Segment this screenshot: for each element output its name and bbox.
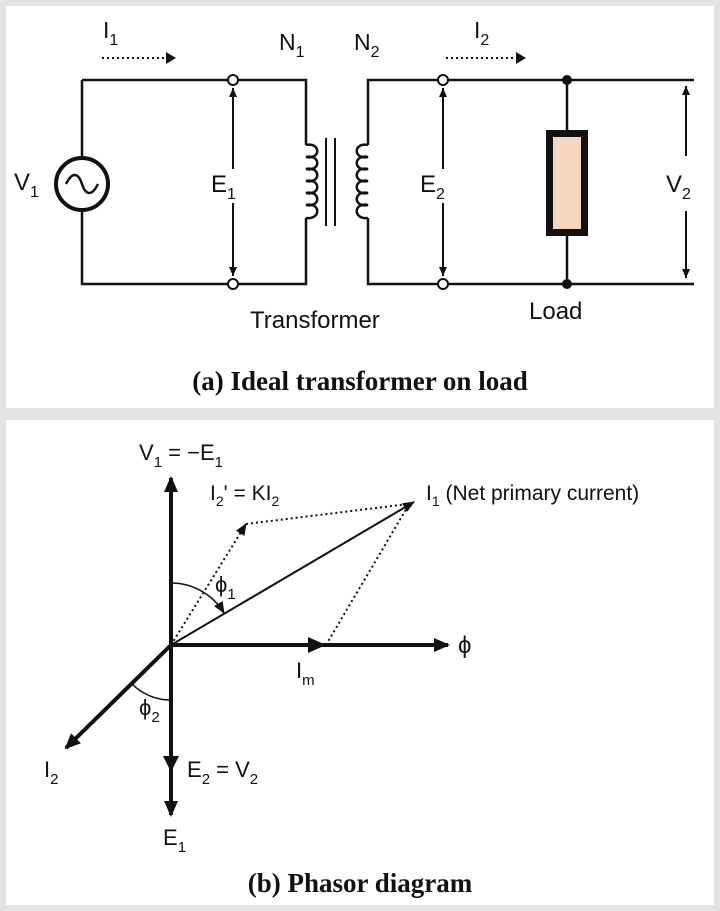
transformer-core xyxy=(325,138,336,226)
i2-prime-phasor xyxy=(170,523,247,646)
load-resistor xyxy=(546,130,588,236)
label-v2: V2 xyxy=(666,171,691,203)
phasor-diagram: V1 = −E1 I2' = KI2 I1 (Net primary curre… xyxy=(44,440,639,898)
label-i1-net: I1 (Net primary current) xyxy=(426,482,639,509)
parallelogram-lines xyxy=(245,503,409,646)
caption-b: (b) Phasor diagram xyxy=(248,868,473,898)
primary-coil xyxy=(305,143,319,220)
label-e2: E2 xyxy=(420,171,445,203)
i2-phasor xyxy=(64,643,173,750)
label-n1: N1 xyxy=(279,29,305,61)
label-i2: I2 xyxy=(44,757,58,788)
label-e1: E1 xyxy=(163,825,186,856)
label-n2: N2 xyxy=(354,29,380,61)
label-phi2: ϕ2 xyxy=(139,695,160,726)
label-transformer: Transformer xyxy=(250,307,380,334)
label-v1-eq: V1 = −E1 xyxy=(139,440,223,471)
secondary-wiring xyxy=(366,78,694,286)
label-i2: I2 xyxy=(474,17,489,49)
label-i2-prime: I2' = KI2 xyxy=(210,482,279,509)
label-e2-eq: E2 = V2 xyxy=(187,757,258,788)
caption-a: (a) Ideal transformer on load xyxy=(192,366,527,396)
label-im: Im xyxy=(296,658,315,689)
e2-arrowhead xyxy=(163,756,179,772)
label-v1: V1 xyxy=(14,169,39,201)
phi2-arc xyxy=(131,683,172,701)
secondary-coil xyxy=(355,143,369,220)
i1-phasor xyxy=(170,501,415,646)
load-node-bottom xyxy=(562,279,572,289)
terminals xyxy=(227,74,449,290)
im-arrowhead xyxy=(308,637,326,653)
label-load: Load xyxy=(529,298,582,325)
phasor-diagram-panel: V1 = −E1 I2' = KI2 I1 (Net primary curre… xyxy=(6,420,714,905)
ac-source xyxy=(54,156,110,212)
label-phi1: ϕ1 xyxy=(215,572,236,603)
ideal-transformer-panel: I1 N1 N2 I2 V1 E1 E2 V2 Transformer Load… xyxy=(6,6,714,408)
circuit-diagram: I1 N1 N2 I2 V1 E1 E2 V2 Transformer Load… xyxy=(14,17,694,396)
phi1-arc xyxy=(170,582,225,614)
voltage-arrows xyxy=(229,86,690,278)
i2-arrowhead xyxy=(516,52,526,64)
label-phi: ϕ xyxy=(458,632,471,659)
label-e1: E1 xyxy=(211,171,236,203)
load-node-top xyxy=(562,75,572,85)
label-i1: I1 xyxy=(103,17,118,49)
i1-arrowhead xyxy=(166,52,176,64)
primary-wiring xyxy=(80,78,308,286)
